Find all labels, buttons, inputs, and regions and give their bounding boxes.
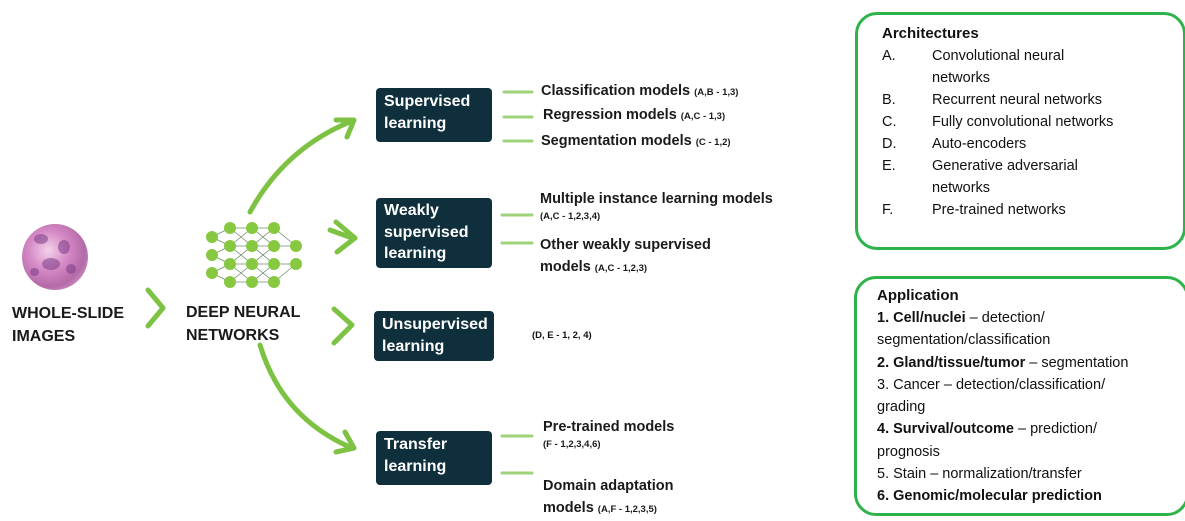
pre-trained-models-item: Pre-trained models (F - 1,2,3,4,6): [543, 419, 675, 450]
application-item: 3. Cancer – detection/classification/: [877, 376, 1106, 393]
application-panel: Application 1. Cell/nuclei – detection/ …: [854, 276, 1185, 516]
architectures-title: Architectures: [882, 25, 979, 42]
architecture-item: C. Fully convolutional networks: [882, 114, 1114, 130]
application-item: 6. Genomic/molecular prediction: [877, 488, 1102, 505]
input-chevron-arrow: [145, 287, 166, 329]
unsupervised-learning-box: Unsupervised learning: [374, 311, 494, 361]
neural-network-icon: [206, 222, 302, 288]
application-item-continuation: prognosis: [877, 443, 940, 460]
multiple-instance-learning-item: Multiple instance learning models (A,C -…: [540, 191, 773, 222]
whole-slide-images-label: WHOLE-SLIDE IMAGES: [12, 305, 124, 345]
whole-slide-image-thumbnail: [22, 224, 88, 290]
architecture-item: D. Auto-encoders: [882, 136, 1027, 152]
application-item: 5. Stain – normalization/transfer: [877, 466, 1082, 483]
architecture-item: E. Generative adversarial networks: [882, 158, 1078, 196]
flow-arrows: [145, 90, 534, 475]
arrow-to-weakly: [327, 227, 355, 241]
transfer-learning-box: Transfer learning: [376, 431, 492, 485]
application-item-continuation: grading: [877, 399, 926, 416]
architectures-panel: Architectures A. Convolutional neural ne…: [855, 12, 1185, 250]
classification-models-item: Classification models (A,B - 1,3): [541, 83, 739, 99]
application-item: 4. Survival/outcome – prediction/: [877, 421, 1098, 438]
application-item: 1. Cell/nuclei – detection/: [877, 310, 1045, 326]
supervised-learning-box: Supervised learning: [376, 88, 492, 142]
arrow-to-unsupervised: [331, 306, 355, 346]
domain-adaptation-item: Domain adaptation models (A,F - 1,2,3,5): [543, 478, 674, 516]
architecture-item: A. Convolutional neural networks: [882, 48, 1065, 86]
deep-neural-networks-label: DEEP NEURAL NETWORKS: [186, 304, 301, 344]
architecture-item: B. Recurrent neural networks: [882, 92, 1103, 108]
arrow-to-supervised: [247, 118, 355, 215]
architecture-item: F. Pre-trained networks: [882, 202, 1066, 218]
arrow-to-transfer: [257, 342, 355, 451]
regression-models-item: Regression models (A,C - 1,3): [543, 107, 726, 123]
application-title: Application: [877, 287, 959, 304]
application-item-continuation: segmentation/classification: [877, 332, 1051, 349]
other-weakly-supervised-item: Other weakly supervised models (A,C - 1,…: [540, 237, 711, 275]
weakly-supervised-learning-box: Weakly supervised learning: [376, 198, 492, 268]
segmentation-models-item: Segmentation models (C - 1,2): [541, 133, 731, 149]
unsupervised-references: (D, E - 1, 2, 4): [532, 330, 592, 341]
application-item: 2. Gland/tissue/tumor – segmentation: [877, 354, 1129, 371]
